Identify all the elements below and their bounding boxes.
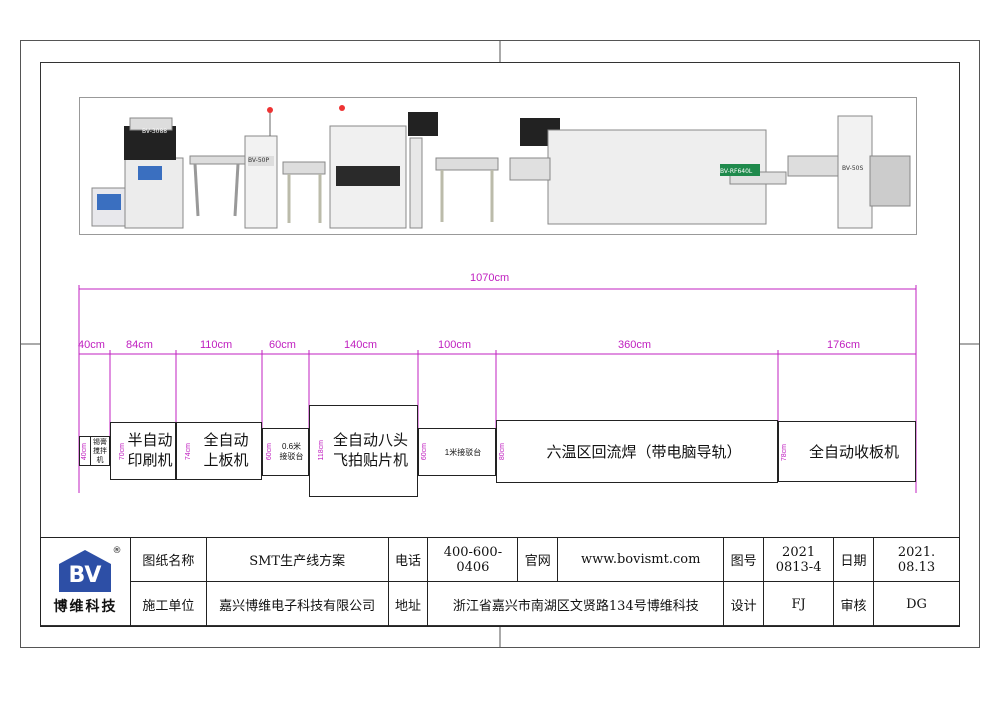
company-logo: BV ® 博维科技 <box>40 537 131 627</box>
loader-model-label: BV-50P <box>248 157 269 164</box>
review-label: 审核 <box>833 581 874 627</box>
mixer-height: 40cm <box>81 443 88 461</box>
pick-and-place-height: 118cm <box>318 440 325 461</box>
machine-box-reflow: 80cm 六温区回流焊（带电脑导轨） <box>496 420 778 483</box>
dim-unloader: 176cm <box>827 339 861 351</box>
unloader-name: 全自动收板机 <box>808 444 899 461</box>
loader-image <box>244 107 278 229</box>
machine-box-mixer: 锡膏搅拌机 <box>90 436 110 466</box>
machine-box-conveyor-1m: 60cm 1米接驳台 <box>418 428 496 476</box>
machine-box-conveyor-06: 60cm 0.6米接驳台 <box>262 428 309 476</box>
date-label: 日期 <box>833 537 874 582</box>
unloader-image <box>787 115 911 229</box>
drawing-no-line1: 2021 <box>782 544 816 560</box>
unloader-height: 78cm <box>781 444 788 462</box>
printer-model-label: BV-3088 <box>142 128 167 135</box>
machine-box-unloader: 78cm 全自动收板机 <box>778 421 916 482</box>
drawing-no-label: 图号 <box>723 537 765 582</box>
website-label: 官网 <box>517 537 559 582</box>
date-line1: 2021. <box>897 544 936 560</box>
machine-illustrations: BV-3088 BV-50P <box>91 105 911 229</box>
conveyor-06-height: 60cm <box>266 443 273 461</box>
unloader-model-label: BV-50S <box>842 165 863 172</box>
bv-logo-icon: BV <box>59 550 112 592</box>
paste-mixer-image <box>91 187 127 227</box>
dim-printer: 84cm <box>126 339 153 351</box>
dim-conveyor-1m: 100cm <box>438 339 472 351</box>
oven-model-label: BV-RF640L <box>720 168 753 175</box>
title-block: BV ® 博维科技 图纸名称 SMT生产线方案 电话 400-600-0406 … <box>40 537 960 627</box>
dim-pick-and-place: 140cm <box>344 339 378 351</box>
reflow-name: 六温区回流焊（带电脑导轨） <box>546 444 742 461</box>
drawing-name-label: 图纸名称 <box>129 537 207 582</box>
total-length-label: 1070cm <box>470 272 510 284</box>
phone-value: 400-600-0406 <box>427 537 519 582</box>
design-label: 设计 <box>723 581 765 627</box>
design-value: FJ <box>763 581 835 627</box>
conveyor-1m-name: 1米接驳台 <box>444 447 482 457</box>
drawing-name: SMT生产线方案 <box>205 537 389 582</box>
machine-box-loader: 74cm 全自动上板机 <box>176 422 262 480</box>
address-label: 地址 <box>387 581 429 627</box>
dim-loader: 110cm <box>200 339 233 351</box>
dim-reflow: 360cm <box>618 339 652 351</box>
machine-box-pick-and-place: 118cm 全自动八头飞拍贴片机 <box>309 405 418 497</box>
loader-name: 全自动上板机 <box>203 432 249 469</box>
machine-photo-strip: BV-3088 BV-50P <box>79 97 917 235</box>
svg-text:BV: BV <box>69 563 102 588</box>
printer-image <box>124 117 184 229</box>
loader-height: 74cm <box>185 443 192 461</box>
website-value[interactable]: www.bovismt.com <box>557 537 725 582</box>
review-value: DG <box>873 581 960 627</box>
pick-and-place-image <box>329 105 438 229</box>
dim-conveyor-06: 60cm <box>269 339 296 351</box>
drawing-no: 2021 0813-4 <box>763 537 835 582</box>
company-short-name: 博维科技 <box>53 599 118 615</box>
printer-height: 70cm <box>119 443 126 461</box>
drawing-no-line2: 0813-4 <box>775 559 822 575</box>
reflow-height: 80cm <box>499 443 506 461</box>
unit-value: 嘉兴博维电子科技有限公司 <box>205 581 389 627</box>
conveyor-2-image <box>282 161 326 175</box>
dim-mixer: 40cm <box>78 339 105 351</box>
unit-label: 施工单位 <box>129 581 207 627</box>
printer-name: 半自动印刷机 <box>127 432 173 469</box>
date-line2: 08.13 <box>897 559 936 575</box>
registered-mark: ® <box>112 546 122 556</box>
machine-box-printer: 70cm 半自动印刷机 <box>110 422 176 480</box>
address-value: 浙江省嘉兴市南湖区文贤路134号博维科技 <box>427 581 725 627</box>
conveyor-3-image <box>435 157 499 171</box>
date-value: 2021. 08.13 <box>873 537 960 582</box>
reflow-oven-image <box>509 118 787 225</box>
conveyor-1m-height: 60cm <box>421 443 428 461</box>
phone-label: 电话 <box>387 537 429 582</box>
pick-and-place-name: 全自动八头飞拍贴片机 <box>332 432 408 469</box>
mixer-name: 锡膏搅拌机 <box>93 438 107 464</box>
conveyor-06-name: 0.6米接驳台 <box>279 442 304 461</box>
